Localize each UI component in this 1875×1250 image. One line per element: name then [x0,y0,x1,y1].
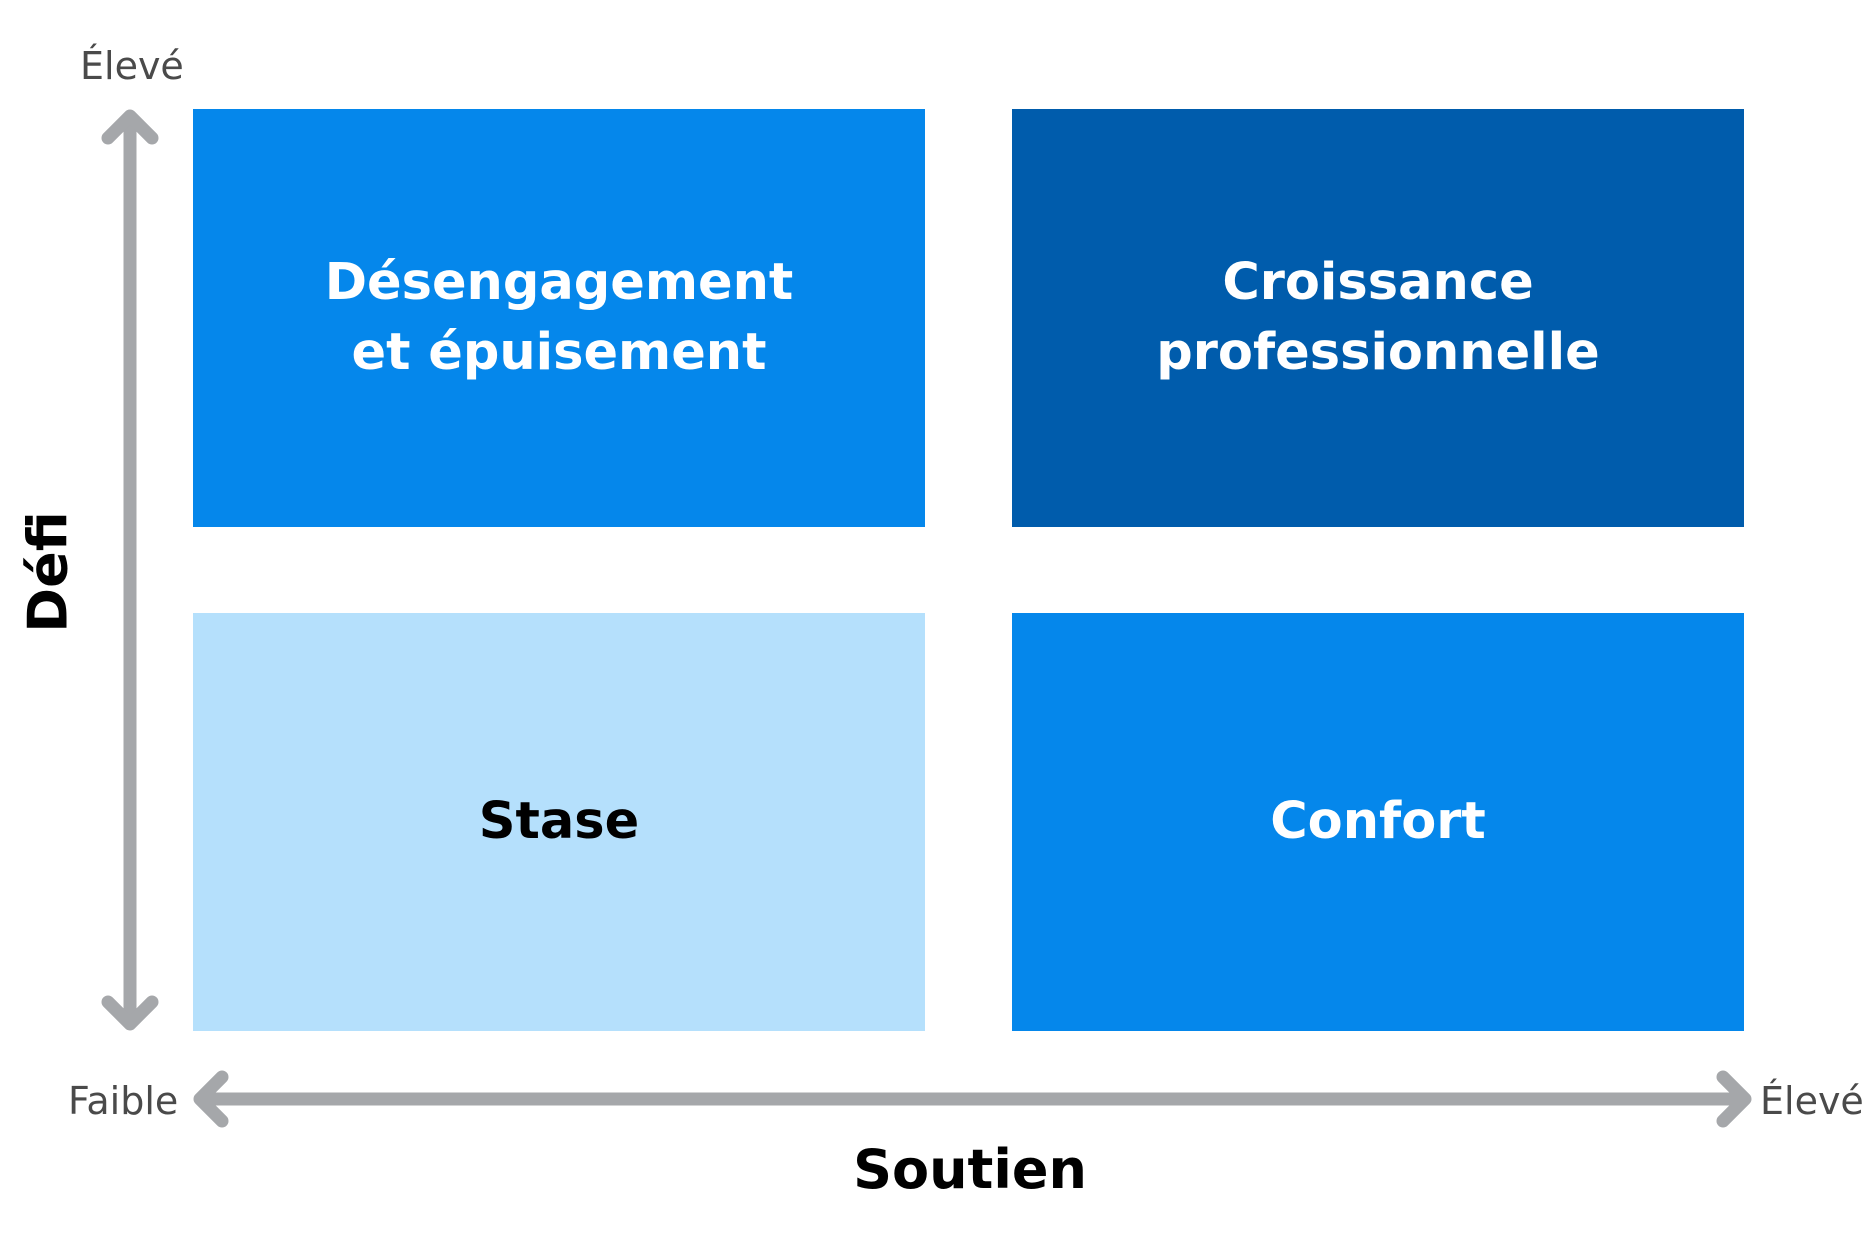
x-axis-arrow [193,1070,1752,1128]
y-axis-high-label: Élevé [80,44,184,88]
quadrant-disengagement: Désengagement et épuisement [193,109,925,527]
quadrant-professional-growth: Croissance professionnelle [1012,109,1744,527]
quadrant-stasis-label: Stase [478,792,640,851]
quadrant-stasis: Stase [193,613,925,1031]
quadrant-comfort: Confort [1012,613,1744,1031]
y-axis-title: Défi [16,511,80,633]
y-axis-arrow [101,109,159,1031]
x-axis-low-label: Faible [68,1079,179,1123]
x-axis-high-label: Élevé [1760,1079,1864,1123]
quadrant-comfort-label: Confort [1270,792,1486,851]
quadrant-disengagement-label: Désengagement et épuisement [324,253,794,382]
quadrant-professional-growth-label: Croissance professionnelle [1156,253,1600,382]
x-axis-title: Soutien [853,1138,1087,1201]
